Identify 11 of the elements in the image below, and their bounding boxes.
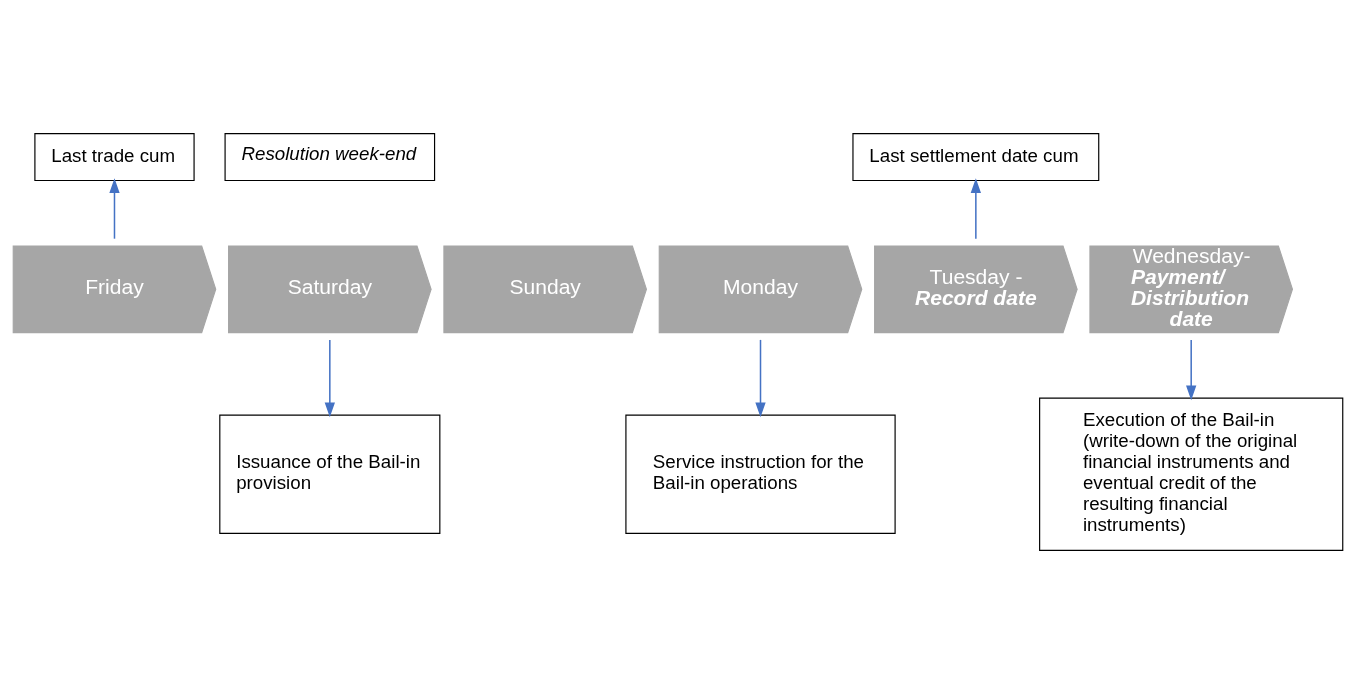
arrow [109,178,120,240]
node-box: Service instruction for the Bail-in operations [625,414,896,534]
arrow [324,339,335,418]
node-box: Last settlement date cum [852,133,1100,182]
node-box: Execution of the Bail-in (write-down of the original financial instruments and eventual credit of the resulting financial instruments) [1039,397,1344,551]
arrow [970,178,982,240]
arrow [755,339,766,418]
node-box: Resolution week-end [224,133,436,182]
arrow [1186,339,1197,401]
node-box: Issuance of the Bail-in provision [219,414,441,534]
node-box: Last trade cum [34,133,195,182]
